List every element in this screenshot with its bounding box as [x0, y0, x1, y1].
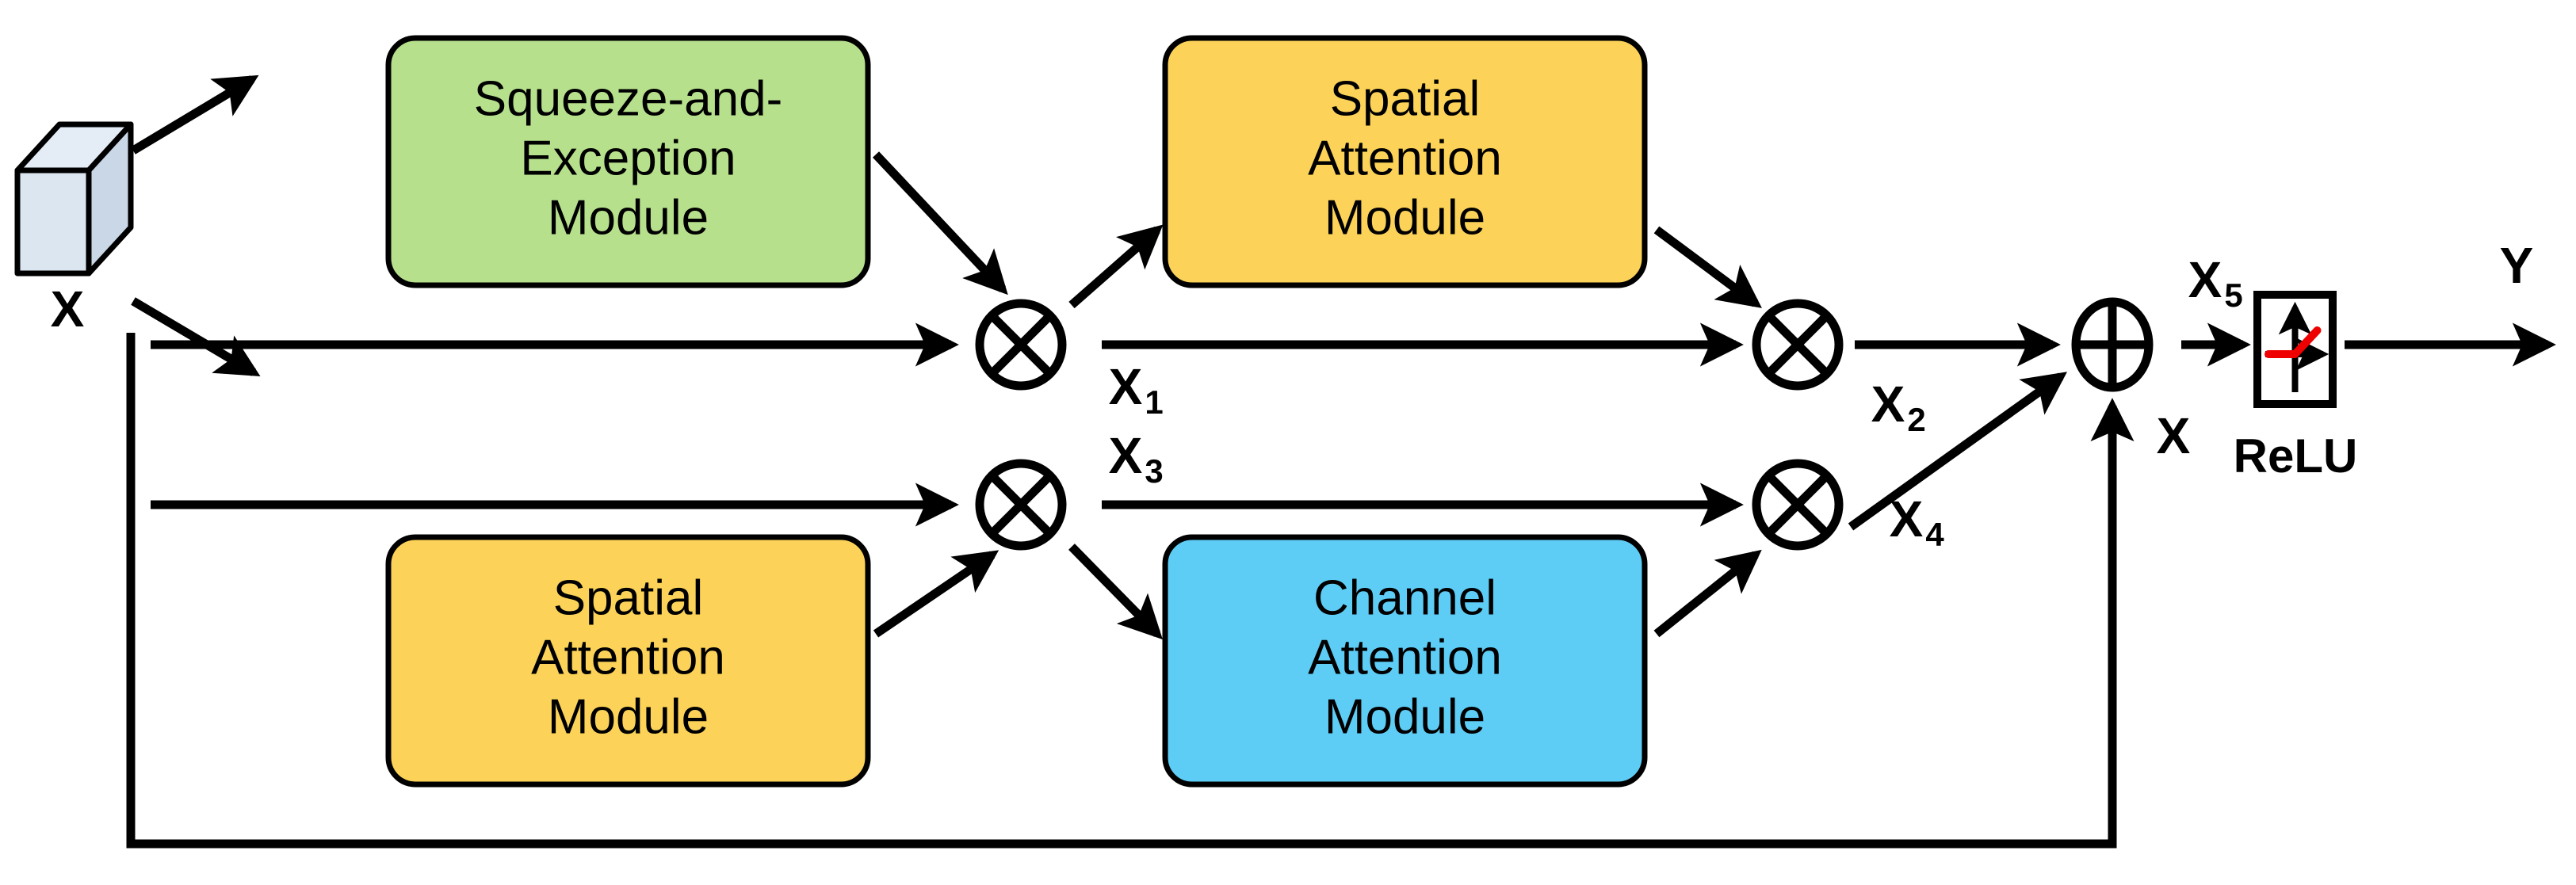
- edge-skip-connection: [126, 333, 2135, 849]
- edge-se-to-mul-top-left: [872, 151, 1008, 296]
- module-spatial-attention-top[interactable]: Spatial Attention Module: [1162, 35, 1648, 288]
- signal-x3-sub: 3: [1145, 452, 1163, 490]
- module-squeeze-and-exception-box[interactable]: [385, 35, 871, 288]
- signal-x5-base: X: [2188, 251, 2222, 308]
- edge-channel-to-mul-bottom-right: [1653, 549, 1762, 638]
- edge-spatial-top-to-mul-top-right: [1653, 226, 1762, 308]
- signal-x3-base: X: [1109, 427, 1143, 484]
- signal-x2-sub: 2: [1907, 401, 1925, 438]
- module-spatial-attention-top-box[interactable]: [1162, 35, 1648, 288]
- operator-multiply-top-left: [975, 299, 1067, 391]
- signal-label-x1: X 1: [1109, 358, 1164, 421]
- edge-mul-bottom-left-to-channel: [1068, 544, 1163, 640]
- relu-curve-icon: [2265, 326, 2322, 358]
- input-cube: [14, 121, 134, 277]
- input-label-x: X: [51, 280, 85, 338]
- signal-x4-sub: 4: [1925, 516, 1944, 553]
- signal-label-x5: X 5: [2188, 251, 2243, 314]
- operator-multiply-top-right: [1752, 299, 1844, 391]
- module-spatial-bottom-line-1: Spatial: [553, 570, 704, 625]
- module-spatial-top-line-1: Spatial: [1330, 71, 1481, 126]
- signal-label-x3: X 3: [1109, 427, 1164, 490]
- signal-x1-base: X: [1109, 358, 1143, 415]
- module-squeeze-line-1: Squeeze-and-: [474, 71, 783, 126]
- module-channel-line-2: Attention: [1308, 630, 1502, 685]
- module-channel-line-1: Channel: [1313, 570, 1496, 625]
- signal-x1-sub: 1: [1145, 383, 1163, 421]
- module-spatial-bottom-line-2: Attention: [531, 630, 725, 685]
- module-squeeze-line-3: Module: [548, 190, 709, 245]
- signal-x2-base: X: [1871, 376, 1905, 433]
- signal-label-x4: X 4: [1890, 490, 1945, 553]
- relu-label: ReLU: [2234, 429, 2358, 483]
- module-spatial-top-line-2: Attention: [1308, 131, 1502, 185]
- module-squeeze-line-2: Exception: [520, 131, 736, 185]
- signal-label-y: Y: [2500, 237, 2534, 294]
- module-squeeze-and-exception[interactable]: Squeeze-and- Exception Module: [385, 35, 871, 288]
- module-spatial-attention-bottom[interactable]: Spatial Attention Module: [385, 534, 871, 788]
- module-spatial-top-line-3: Module: [1324, 190, 1485, 245]
- operator-multiply-bottom-left: [975, 459, 1067, 551]
- edge-mul-top-left-to-spatial-top: [1068, 224, 1164, 309]
- edge-input-to-se: [131, 74, 259, 154]
- signal-label-x2: X 2: [1871, 376, 1926, 438]
- edge-x4: [1848, 372, 2068, 531]
- operator-multiply-bottom-right: [1752, 459, 1844, 551]
- relu-block[interactable]: [2253, 291, 2337, 408]
- signal-x4-base: X: [1890, 490, 1924, 547]
- module-channel-attention[interactable]: Channel Attention Module: [1162, 534, 1648, 788]
- module-channel-line-3: Module: [1324, 689, 1485, 744]
- operator-add: [2071, 297, 2154, 392]
- signal-label-x-skip: X: [2157, 407, 2191, 464]
- edge-spatial-bottom-to-mul-bottom-left: [873, 550, 999, 638]
- signal-x5-sub: 5: [2224, 277, 2242, 314]
- module-spatial-attention-bottom-box[interactable]: [385, 534, 871, 788]
- edge-input-to-spatial-bottom: [131, 297, 261, 377]
- module-channel-attention-box[interactable]: [1162, 534, 1648, 788]
- module-spatial-bottom-line-3: Module: [548, 689, 709, 744]
